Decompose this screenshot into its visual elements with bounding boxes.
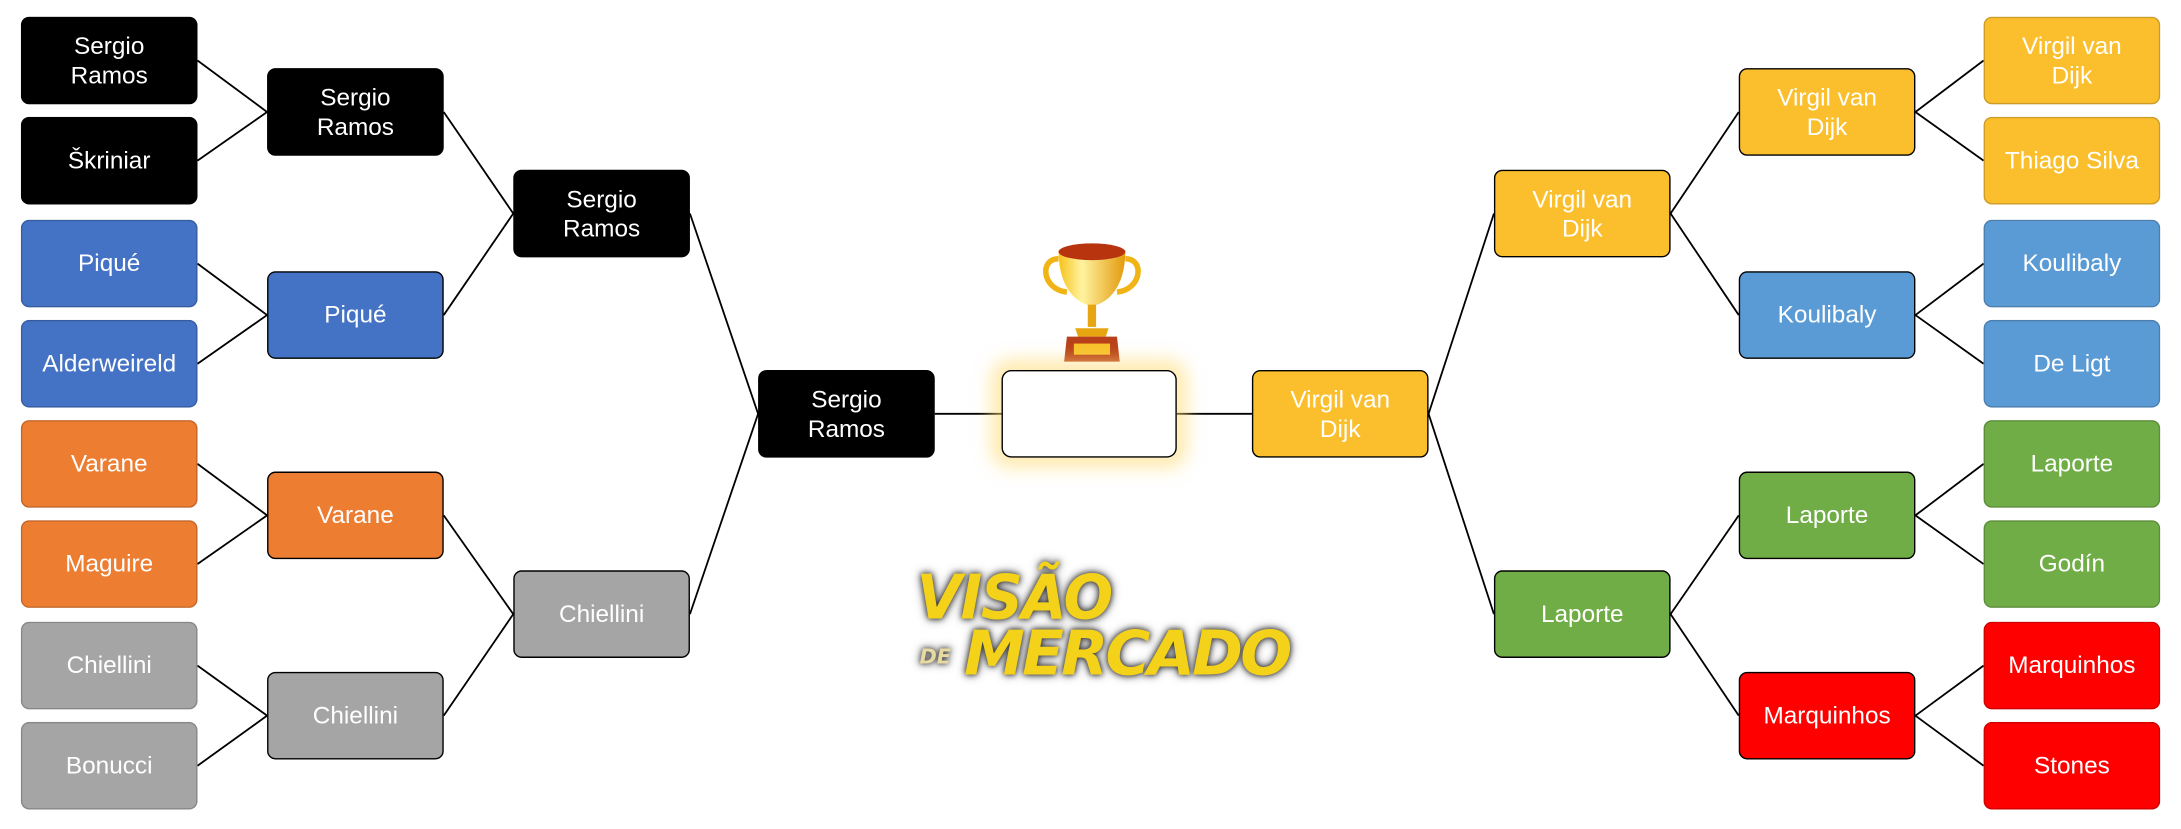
right-semi-finals-slot[interactable]: Laporte — [1493, 570, 1671, 658]
right-semi-finals-slot[interactable]: Virgil van Dijk — [1493, 169, 1671, 258]
right-round-of-16-slot[interactable]: De Ligt — [1983, 319, 2161, 408]
left-semi-finals-slot[interactable]: Sergio Ramos — [513, 169, 690, 258]
left-round-of-16-slot[interactable]: Alderweireld — [20, 319, 198, 408]
player-name: Koulibaly — [1777, 300, 1877, 329]
player-name: Chiellini — [66, 650, 152, 679]
right-round-of-16-slot[interactable]: Marquinhos — [1983, 621, 2161, 710]
connector-line — [1914, 59, 1985, 113]
right-round-of-16-slot[interactable]: Godín — [1983, 520, 2161, 608]
right-round-of-16-slot[interactable]: Virgil van Dijk — [1983, 16, 2161, 105]
left-quarter-finals-slot[interactable]: Chiellini — [267, 671, 444, 760]
connector-line — [196, 664, 268, 717]
player-name: Piqué — [324, 300, 387, 329]
connector-line — [197, 314, 268, 365]
player-name: Virgil van Dijk — [1777, 82, 1877, 140]
player-name: Stones — [2033, 751, 2110, 779]
connector-line — [1669, 111, 1740, 215]
left-round-of-16-slot[interactable]: Bonucci — [20, 721, 198, 810]
player-name: Alderweireld — [42, 349, 177, 377]
player-name: Chiellini — [558, 599, 645, 628]
left-round-of-16-slot[interactable]: Piqué — [20, 219, 198, 308]
left-round-of-16-slot[interactable]: Varane — [20, 420, 198, 508]
connector-line — [1914, 714, 1985, 767]
player-name: Chiellini — [312, 701, 399, 729]
connector-line — [1914, 514, 1985, 565]
connector-line — [196, 262, 268, 316]
right-round-of-16-slot[interactable]: Stones — [1983, 721, 2161, 810]
connector-line — [442, 111, 515, 215]
player-name: Sergio Ramos — [70, 31, 148, 89]
player-name: Marquinhos — [1763, 701, 1891, 729]
player-name: Virgil van Dijk — [1290, 384, 1391, 442]
player-name: Varane — [317, 500, 394, 529]
right-round-of-16-slot[interactable]: Laporte — [1983, 420, 2161, 508]
left-round-of-16-slot[interactable]: Sergio Ramos — [20, 16, 198, 105]
player-name: Sergio Ramos — [563, 184, 641, 242]
player-name: Laporte — [1785, 500, 1869, 529]
right-round-of-16-slot[interactable]: Thiago Silva — [1983, 116, 2161, 205]
right-quarter-finals-slot[interactable]: Marquinhos — [1738, 671, 1916, 760]
connector-line — [442, 613, 515, 717]
player-name: Bonucci — [65, 751, 153, 779]
connector-line — [1669, 613, 1740, 717]
right-quarter-finals-slot[interactable]: Laporte — [1738, 471, 1916, 560]
connector-line — [1914, 664, 1985, 717]
connector-line — [197, 111, 268, 162]
connector-line — [196, 714, 268, 767]
player-name: De Ligt — [2033, 349, 2111, 377]
player-name: Godín — [2038, 549, 2106, 578]
trophy-icon — [1043, 243, 1141, 362]
player-name: Koulibaly — [2022, 248, 2122, 277]
connector-line — [689, 413, 759, 615]
connector-line — [442, 213, 515, 316]
player-name: Virgil van Dijk — [1532, 184, 1633, 242]
left-quarter-finals-slot[interactable]: Varane — [267, 471, 444, 560]
player-name: Thiago Silva — [2004, 146, 2139, 174]
connector-line — [196, 59, 268, 113]
left-round-of-16-slot[interactable]: Maguire — [20, 520, 198, 608]
connector-line — [1914, 314, 1985, 365]
player-name: Laporte — [1540, 599, 1624, 628]
connector-line — [196, 463, 268, 517]
player-name: Sergio Ramos — [807, 384, 885, 442]
left-round-of-16-slot[interactable]: Škriniar — [20, 116, 198, 205]
left-quarter-finals-slot[interactable]: Sergio Ramos — [267, 68, 444, 156]
champion-box[interactable] — [1001, 370, 1177, 458]
left-quarter-finals-slot[interactable]: Piqué — [267, 271, 444, 359]
connector-line — [442, 514, 515, 615]
left-final-slot[interactable]: Sergio Ramos — [758, 370, 935, 458]
player-name: Maguire — [65, 549, 154, 578]
player-name: Laporte — [2030, 449, 2114, 478]
left-semi-finals-slot[interactable]: Chiellini — [513, 570, 690, 658]
player-name: Marquinhos — [2008, 650, 2136, 679]
player-name: Piqué — [78, 248, 141, 277]
connector-line — [1669, 514, 1740, 615]
left-round-of-16-slot[interactable]: Chiellini — [20, 621, 198, 710]
connector-line — [1669, 213, 1740, 316]
connector-line — [1427, 413, 1495, 615]
connector-line — [1914, 262, 1985, 316]
right-round-of-16-slot[interactable]: Koulibaly — [1983, 219, 2161, 308]
visao-de-mercado-logo: VISÃO DE MERCADO — [916, 561, 1293, 690]
player-name: Škriniar — [67, 146, 151, 174]
right-quarter-finals-slot[interactable]: Koulibaly — [1738, 271, 1916, 359]
right-final-slot[interactable]: Virgil van Dijk — [1251, 370, 1429, 458]
player-name: Virgil van Dijk — [2022, 31, 2122, 89]
connector-line — [1427, 213, 1495, 415]
player-name: Sergio Ramos — [316, 82, 394, 140]
right-quarter-finals-slot[interactable]: Virgil van Dijk — [1738, 68, 1916, 156]
connector-line — [689, 213, 759, 415]
connector-line — [197, 514, 268, 565]
player-name: Varane — [70, 449, 148, 478]
connector-line — [1914, 463, 1985, 517]
connector-line — [1914, 111, 1985, 162]
